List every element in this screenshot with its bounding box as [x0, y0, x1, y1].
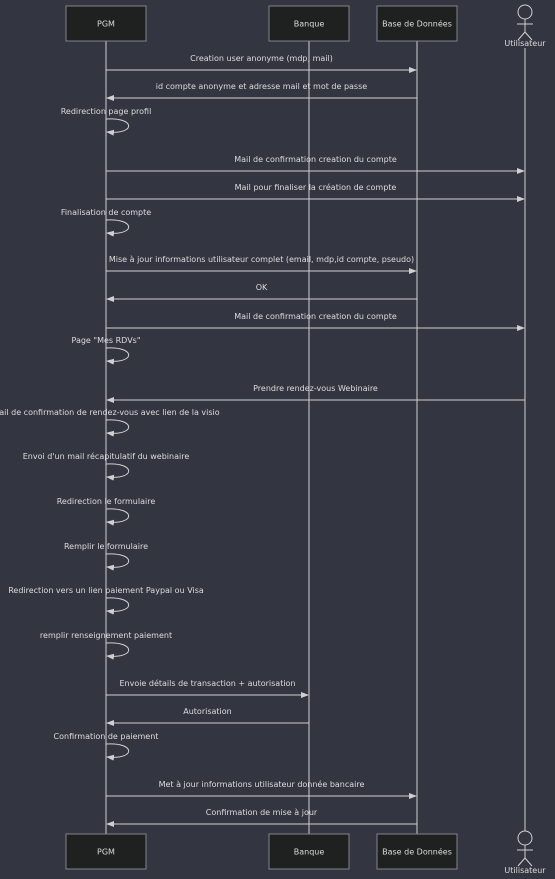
message-label: Autorisation: [183, 707, 231, 716]
actor-utilisateur-top: Utilisateur: [504, 4, 546, 48]
message-label: Mail pour finaliser la création de compt…: [235, 182, 397, 192]
message-label: Envoi d'un mail récapitulatif du webinai…: [23, 451, 190, 461]
participant-label: PGM: [97, 848, 115, 857]
actor-utilisateur-bottom: Utilisateur: [504, 830, 546, 875]
self-message-arrow: [105, 419, 129, 437]
participant-pgm-top: PGM: [65, 5, 147, 42]
participant-bdd-top: Base de Données: [376, 5, 458, 42]
message: Met à jour informations utilisateur donn…: [106, 779, 417, 799]
self-message-arrow: [105, 347, 129, 365]
message: Mail de confirmation creation du compte: [106, 312, 525, 331]
self-message-arrow: [105, 118, 129, 136]
message: id compte anonyme et adresse mail et mot…: [106, 82, 417, 101]
message: Confirmation de mise à jour: [106, 808, 417, 827]
message-label: Redirection le formulaire: [57, 497, 156, 506]
message-label: Creation user anonyme (mdp, mail): [190, 54, 333, 63]
message: Mise à jour informations utilisateur com…: [106, 255, 417, 274]
message: Mail de confirmation creation du compte: [106, 155, 525, 174]
message-label: Redirection vers un lien paiement Paypal…: [8, 586, 204, 595]
message: Mail pour finaliser la création de compt…: [106, 182, 525, 202]
message-list: Creation user anonyme (mdp, mail) id comp…: [0, 54, 525, 827]
message: Remplir le formulaire: [64, 542, 148, 571]
message: Prendre rendez-vous Webinaire: [106, 384, 525, 403]
participant-banque-bottom: Banque: [268, 833, 350, 870]
participant-label: Base de Données: [382, 19, 452, 29]
message-label: Confirmation de paiement: [54, 732, 159, 741]
participant-bdd-bottom: Base de Données: [376, 833, 458, 870]
message-label: Met à jour informations utilisateur donn…: [159, 779, 365, 789]
participant-label: Base de Données: [382, 847, 452, 857]
self-message-arrow: [105, 743, 129, 761]
message: Redirection le formulaire: [57, 497, 156, 526]
message-label: Remplir le formulaire: [64, 542, 148, 551]
message: Finalisation de compte: [61, 208, 151, 237]
message: OK: [106, 283, 417, 302]
participant-label: Banque: [294, 848, 325, 857]
participant-label: PGM: [97, 20, 115, 29]
participant-banque-top: Banque: [268, 5, 350, 42]
message: Page "Mes RDVs": [71, 336, 141, 365]
message-label: Prendre rendez-vous Webinaire: [253, 384, 378, 393]
message-label: Finalisation de compte: [61, 208, 151, 217]
message: Envoie détails de transaction + autorisa…: [106, 678, 309, 698]
self-message-arrow: [105, 463, 129, 481]
message-label: Mise à jour informations utilisateur com…: [109, 255, 414, 264]
message: Envoi d'un mail récapitulatif du webinai…: [23, 451, 190, 481]
actor-head-icon: [517, 830, 533, 846]
message-label: Mail de confirmation de rendez-vous avec…: [0, 408, 220, 417]
self-message-arrow: [105, 219, 129, 237]
message-label: Page "Mes RDVs": [71, 336, 140, 345]
self-message-arrow: [105, 642, 129, 660]
message: remplir renseignement paiement: [40, 631, 172, 660]
message-label: remplir renseignement paiement: [40, 631, 172, 640]
self-message-arrow: [105, 597, 129, 615]
actor-head-icon: [517, 4, 533, 20]
message: Redirection vers un lien paiement Paypal…: [8, 586, 204, 615]
message: Creation user anonyme (mdp, mail): [106, 54, 417, 73]
message-label: Envoie détails de transaction + autorisa…: [119, 678, 295, 688]
participant-pgm-bottom: PGM: [65, 833, 147, 870]
message: Redirection page profil: [61, 107, 152, 136]
message-label: id compte anonyme et adresse mail et mot…: [156, 82, 367, 91]
message-label: Mail de confirmation creation du compte: [234, 312, 397, 321]
participant-label: Banque: [294, 20, 325, 29]
self-message-arrow: [105, 553, 129, 571]
self-message-arrow: [105, 508, 129, 526]
message-label: Confirmation de mise à jour: [206, 808, 318, 817]
message-label: OK: [256, 283, 268, 292]
message-label: Redirection page profil: [61, 107, 152, 116]
participant-label: Utilisateur: [504, 866, 546, 875]
message: Confirmation de paiement: [54, 732, 159, 761]
message: Autorisation: [106, 707, 309, 726]
message-label: Mail de confirmation creation du compte: [234, 155, 397, 164]
message: Mail de confirmation de rendez-vous avec…: [0, 408, 220, 437]
participant-label: Utilisateur: [504, 39, 546, 48]
